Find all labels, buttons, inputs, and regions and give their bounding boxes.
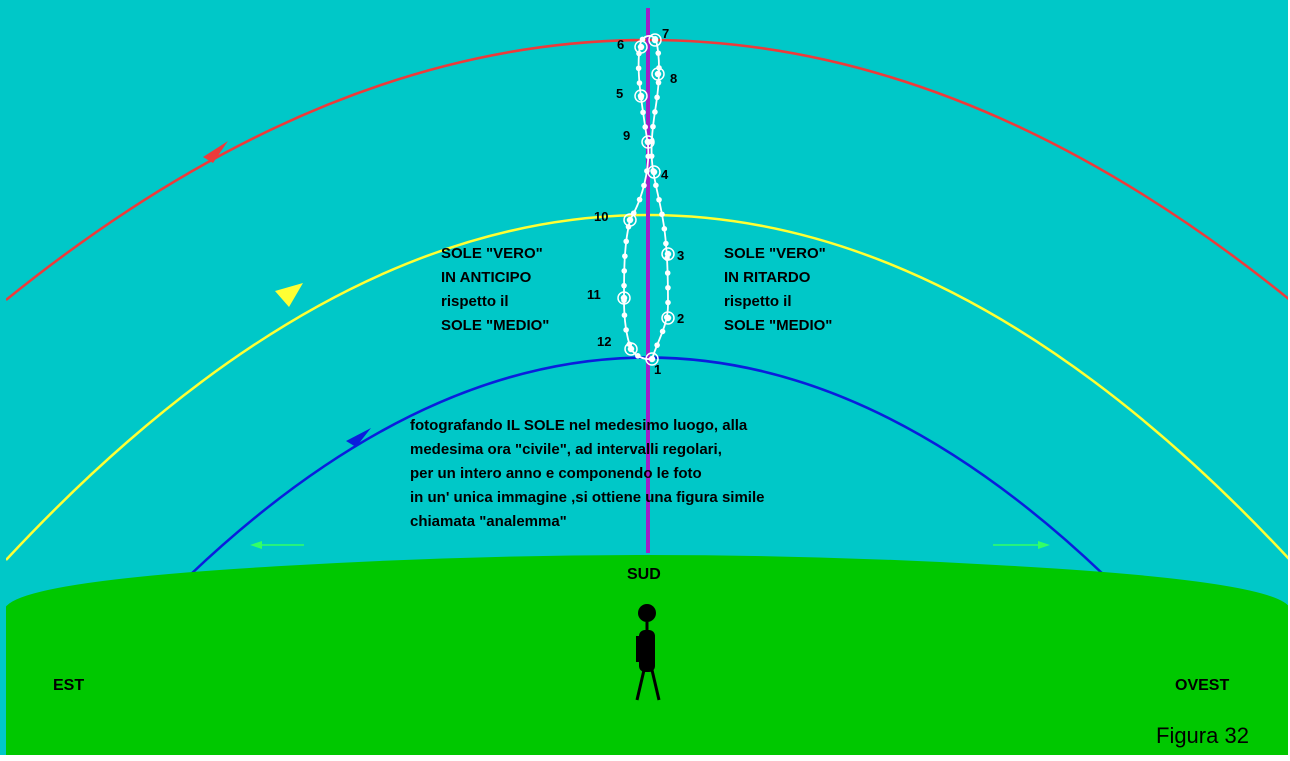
- month-markers: [617, 33, 675, 366]
- month-marker-10: [623, 213, 637, 227]
- winter-path-arrow: [346, 428, 371, 447]
- month-marker-4: [647, 165, 661, 179]
- east-motion-arrow: [250, 541, 304, 549]
- sun-dot: [645, 153, 652, 160]
- month-label-10: 10: [594, 209, 609, 224]
- month-label-5: 5: [616, 86, 624, 101]
- sun-dot: [664, 270, 671, 276]
- month-marker-7: [648, 33, 662, 47]
- month-label-4: 4: [661, 167, 669, 182]
- month-marker-9: [641, 135, 655, 149]
- sun-dot: [623, 238, 630, 245]
- sun-dot: [661, 226, 668, 232]
- east-label: EST: [53, 677, 85, 694]
- west-motion-arrow: [993, 541, 1050, 549]
- left-note-line: IN ANTICIPO: [441, 269, 532, 286]
- sun-dot: [656, 196, 662, 203]
- sun-dot: [665, 299, 671, 306]
- month-label-2: 2: [677, 311, 685, 326]
- month-label-1: 1: [654, 362, 662, 377]
- sun-dot: [636, 196, 643, 203]
- equinox-path-arrow: [275, 283, 303, 307]
- sun-dot: [622, 253, 628, 259]
- sun-dot: [655, 50, 662, 56]
- month-marker-1: [645, 352, 659, 366]
- month-marker-core: [650, 168, 658, 176]
- month-marker-12: [624, 342, 638, 356]
- month-marker-core: [637, 43, 645, 51]
- true-sun-late-note: SOLE "VERO" IN RITARDO rispetto il SOLE …: [724, 242, 832, 338]
- month-marker-core: [648, 355, 656, 363]
- bottom-border: [0, 755, 1290, 761]
- month-label-6: 6: [617, 37, 625, 52]
- left-note-line: rispetto il: [441, 293, 509, 310]
- left-note-line: SOLE "VERO": [441, 245, 543, 262]
- month-marker-3: [661, 247, 675, 261]
- sun-dot: [665, 284, 671, 291]
- west-label: OVEST: [1175, 677, 1230, 694]
- month-label-7: 7: [662, 26, 670, 41]
- sun-dot: [655, 79, 662, 86]
- month-marker-core: [651, 36, 659, 44]
- month-marker-core: [637, 92, 645, 100]
- month-marker-core: [664, 250, 672, 258]
- month-marker-2: [661, 311, 675, 325]
- month-marker-core: [627, 345, 635, 353]
- sky-left-strip: [0, 0, 6, 761]
- month-label-3: 3: [677, 248, 685, 263]
- sun-dot: [642, 124, 649, 130]
- month-marker-core: [644, 138, 652, 146]
- month-marker-6: [634, 40, 648, 54]
- true-sun-early-note: SOLE "VERO" IN ANTICIPO rispetto il SOLE…: [441, 242, 549, 338]
- description-line: medesima ora "civile", ad intervalli reg…: [410, 441, 722, 458]
- sun-dot: [636, 80, 643, 86]
- right-note-line: IN RITARDO: [724, 269, 811, 286]
- month-marker-core: [654, 70, 662, 78]
- sun-dot: [621, 282, 627, 289]
- left-note-line: SOLE "MEDIO": [441, 317, 550, 334]
- sun-dot: [640, 109, 646, 116]
- month-marker-core: [664, 314, 672, 322]
- sun-dot: [652, 109, 658, 115]
- sun-dot: [654, 94, 660, 101]
- description-line: in un' unica immagine ,si ottiene una fi…: [410, 489, 765, 506]
- description-line: fotografando IL SOLE nel medesimo luogo,…: [410, 417, 748, 434]
- month-marker-core: [620, 294, 628, 302]
- sun-dot: [635, 65, 642, 72]
- sun-dot: [654, 342, 660, 348]
- sun-dot: [621, 268, 628, 274]
- right-note-line: SOLE "MEDIO": [724, 317, 833, 334]
- sun-dot: [623, 327, 629, 333]
- month-marker-core: [626, 216, 634, 224]
- figure-caption: Figura 32: [1156, 723, 1249, 748]
- month-label-12: 12: [597, 334, 612, 349]
- month-marker-5: [634, 89, 648, 103]
- sun-dot: [621, 312, 628, 318]
- south-label: SUD: [627, 566, 661, 583]
- sun-dot: [641, 182, 647, 189]
- right-border: [1288, 0, 1290, 761]
- sun-dot: [635, 353, 641, 359]
- description-line: chiamata "analemma": [410, 513, 567, 530]
- analemma-description: fotografando IL SOLE nel medesimo luogo,…: [410, 414, 764, 534]
- observer-silhouette: [635, 604, 661, 701]
- month-marker-11: [617, 291, 631, 305]
- right-note-line: rispetto il: [724, 293, 792, 310]
- month-label-9: 9: [623, 128, 631, 143]
- month-label-8: 8: [670, 71, 678, 86]
- sun-dot: [653, 182, 659, 189]
- month-label-11: 11: [587, 287, 601, 302]
- sun-dot: [659, 328, 666, 335]
- sun-dot: [663, 240, 669, 247]
- sun-dot: [659, 211, 665, 218]
- month-marker-8: [651, 67, 665, 81]
- summer-path-arrow: [203, 141, 228, 163]
- description-line: per un intero anno e componendo le foto: [410, 465, 702, 482]
- right-note-line: SOLE "VERO": [724, 245, 826, 262]
- sun-dot: [650, 123, 656, 130]
